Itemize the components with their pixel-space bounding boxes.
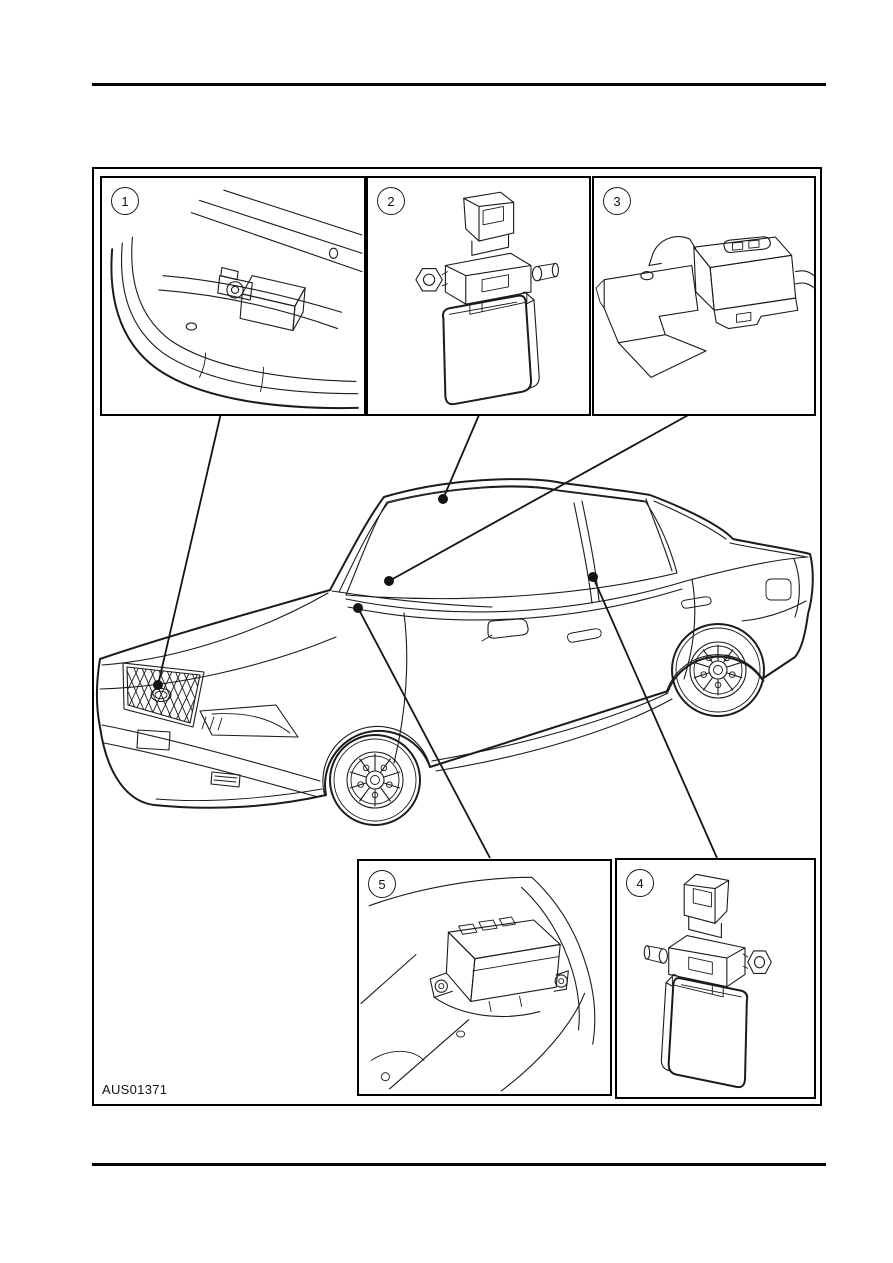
callout-number-badge-2: 2 <box>377 187 405 215</box>
headlight <box>200 705 298 737</box>
rear-door-handle <box>682 597 712 608</box>
callout-number: 3 <box>613 193 621 209</box>
grille <box>127 667 200 723</box>
callout-number: 2 <box>387 193 395 209</box>
leader-line-2 <box>443 415 479 499</box>
bracket-sensor-illustration <box>594 178 814 414</box>
side-mirror <box>488 619 528 638</box>
front-door-handle <box>568 629 602 642</box>
license-plate <box>137 730 170 750</box>
callout-number-badge-4: 4 <box>626 869 654 897</box>
leader-line-5 <box>358 608 490 858</box>
car-body <box>97 479 813 808</box>
callout-number: 4 <box>636 875 644 891</box>
rear-wheel <box>672 624 764 716</box>
front-wheel <box>330 735 420 825</box>
top-rule <box>92 83 826 86</box>
callout-number-badge-3: 3 <box>603 187 631 215</box>
front-bumper-sensor-illustration <box>102 178 364 414</box>
callout-number: 1 <box>121 193 129 209</box>
location-dot-2 <box>438 494 448 504</box>
figure-code: AUS01371 <box>102 1082 168 1097</box>
location-dot-3 <box>384 576 394 586</box>
car-front-details <box>102 657 322 801</box>
location-dot-4 <box>588 572 598 582</box>
vehicle-illustration <box>94 169 820 1104</box>
location-dot-5 <box>353 603 363 613</box>
callout-number-badge-5: 5 <box>368 870 396 898</box>
fuel-door <box>766 579 791 600</box>
leader-line-1 <box>158 413 221 685</box>
callout-number: 5 <box>378 876 386 892</box>
callout-box-5: 5 <box>357 859 612 1096</box>
callout-box-3: 3 <box>592 176 816 416</box>
fog-lamp-slot <box>211 772 240 787</box>
leader-line-4 <box>593 577 717 858</box>
callout-box-2: 2 <box>366 176 591 416</box>
location-dot-1 <box>153 680 163 690</box>
impact-sensor-mirrored-illustration <box>617 860 814 1097</box>
bottom-rule <box>92 1163 826 1166</box>
callout-box-1: 1 <box>100 176 366 416</box>
leader-line-3 <box>389 413 692 581</box>
harness-wire <box>796 271 814 276</box>
impact-sensor-illustration <box>368 178 589 414</box>
callout-number-badge-1: 1 <box>111 187 139 215</box>
callout-box-4: 4 <box>615 858 816 1099</box>
diagnostic-module-illustration <box>359 861 610 1094</box>
figure-frame: 1 <box>92 167 822 1106</box>
